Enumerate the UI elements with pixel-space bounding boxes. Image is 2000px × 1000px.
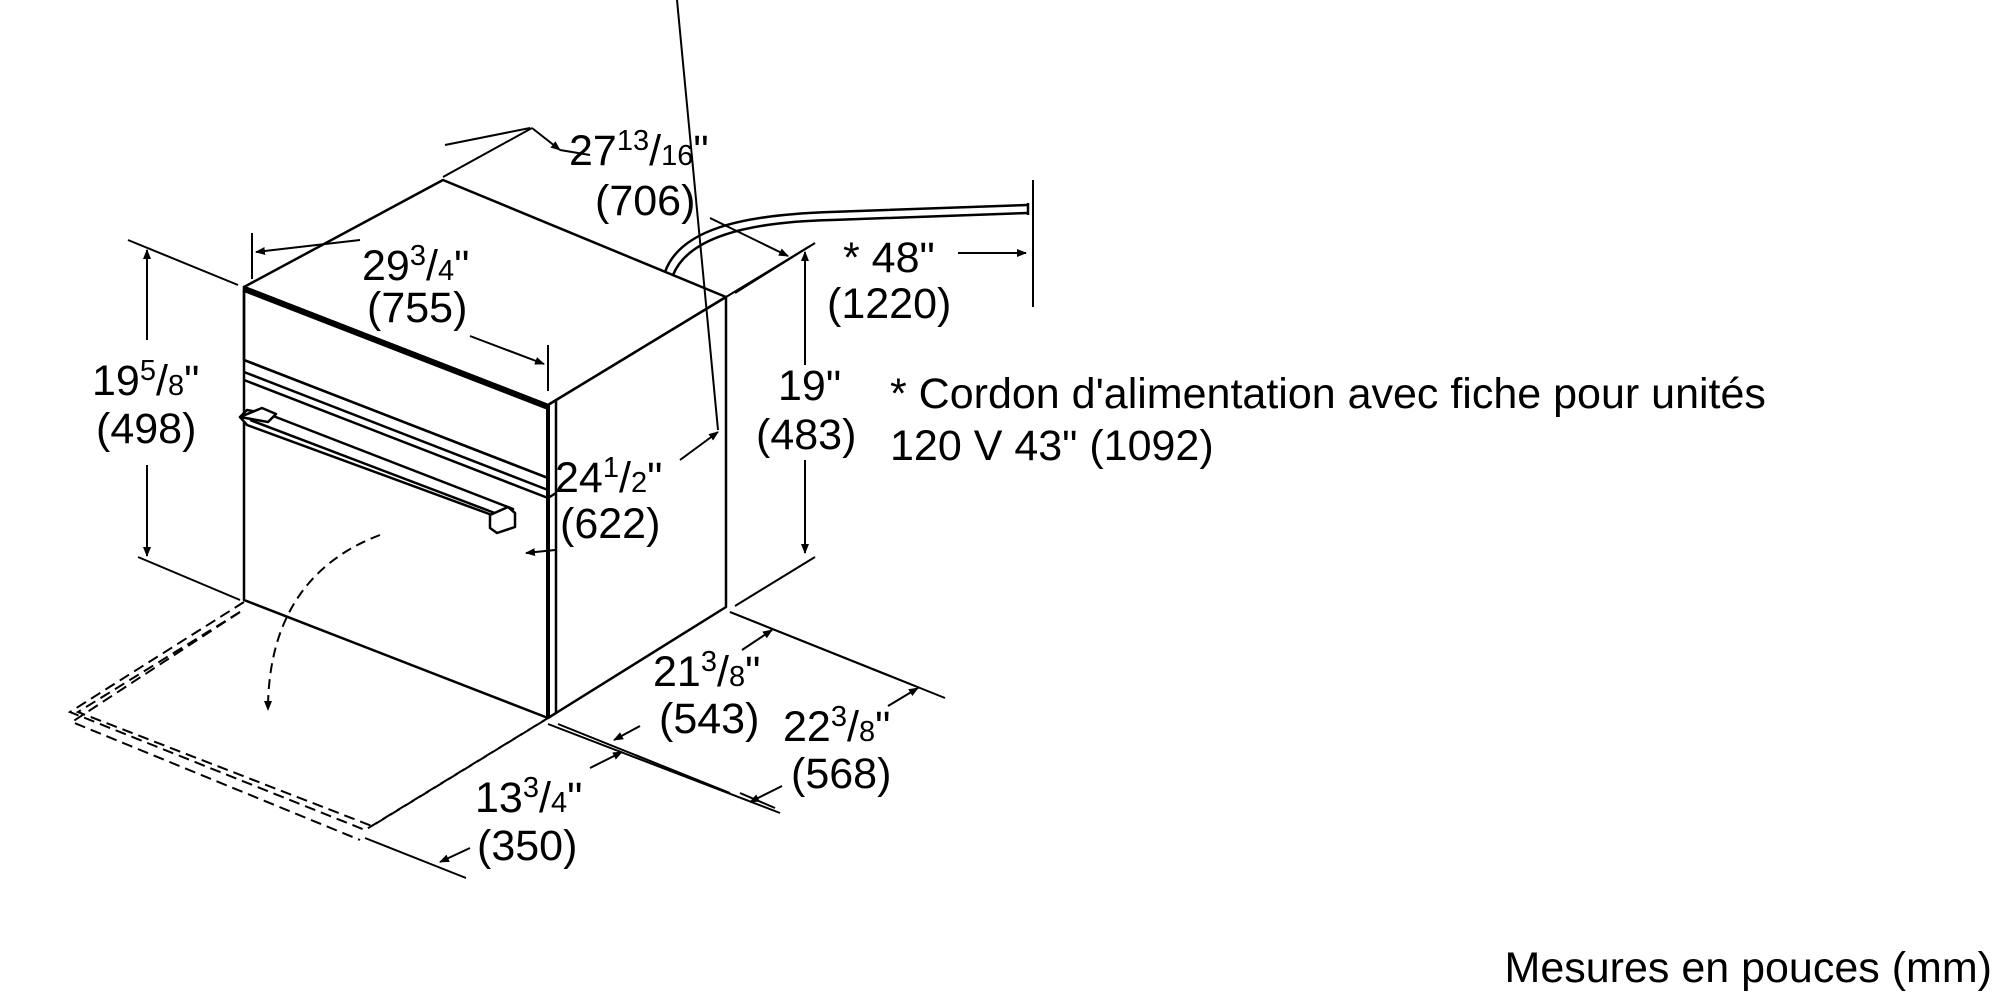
power-cord-note: * Cordon d'alimentation avec fiche pour … (890, 368, 1766, 472)
units-footer: Mesures en pouces (mm) (1504, 944, 1993, 992)
dim-width-body: 241/2" (622) (555, 452, 662, 548)
svg-text:133/4": 133/4" (475, 772, 582, 822)
svg-text:2713/16": 2713/16" (569, 125, 709, 175)
door-swing-arrow (264, 534, 381, 711)
svg-text:293/4": 293/4" (362, 240, 469, 290)
svg-text:(543): (543) (659, 695, 759, 743)
svg-text:(755): (755) (367, 284, 467, 332)
dim-door-open: 133/4" (350) (475, 772, 582, 870)
dim-depth-body: 213/8" (543) (653, 646, 760, 743)
svg-text:(498): (498) (96, 405, 196, 453)
svg-text:213/8": 213/8" (653, 646, 760, 696)
svg-text:19": 19" (778, 362, 841, 410)
dim-height-body: 19" (483) (756, 362, 856, 459)
svg-text:(706): (706) (595, 177, 695, 225)
dim-depth-overall: 2713/16" (706) (569, 125, 709, 225)
svg-text:(568): (568) (791, 750, 891, 798)
power-cord-note-line2: 120 V 43" (1092) (890, 422, 1214, 470)
svg-text:241/2": 241/2" (555, 452, 662, 502)
dim-width-top: 293/4" (755) (362, 240, 469, 332)
power-cord-note-line1: * Cordon d'alimentation avec fiche pour … (890, 370, 1766, 418)
door-handle (238, 406, 517, 535)
dim-cord-length: * 48" (1220) (827, 234, 951, 328)
svg-text:(483): (483) (756, 411, 856, 459)
svg-text:* 48": * 48" (843, 234, 935, 282)
oven-body (242, 178, 728, 720)
svg-text:(622): (622) (560, 500, 660, 548)
dimension-lines (127, 0, 1027, 879)
dim-height-front: 195/8" (498) (92, 355, 199, 453)
svg-text:(350): (350) (477, 822, 577, 870)
svg-text:195/8": 195/8" (92, 355, 199, 405)
open-door-outline (67, 601, 549, 841)
dim-depth-total: 223/8" (568) (783, 701, 891, 798)
svg-text:(1220): (1220) (827, 280, 951, 328)
svg-text:223/8": 223/8" (783, 701, 890, 751)
